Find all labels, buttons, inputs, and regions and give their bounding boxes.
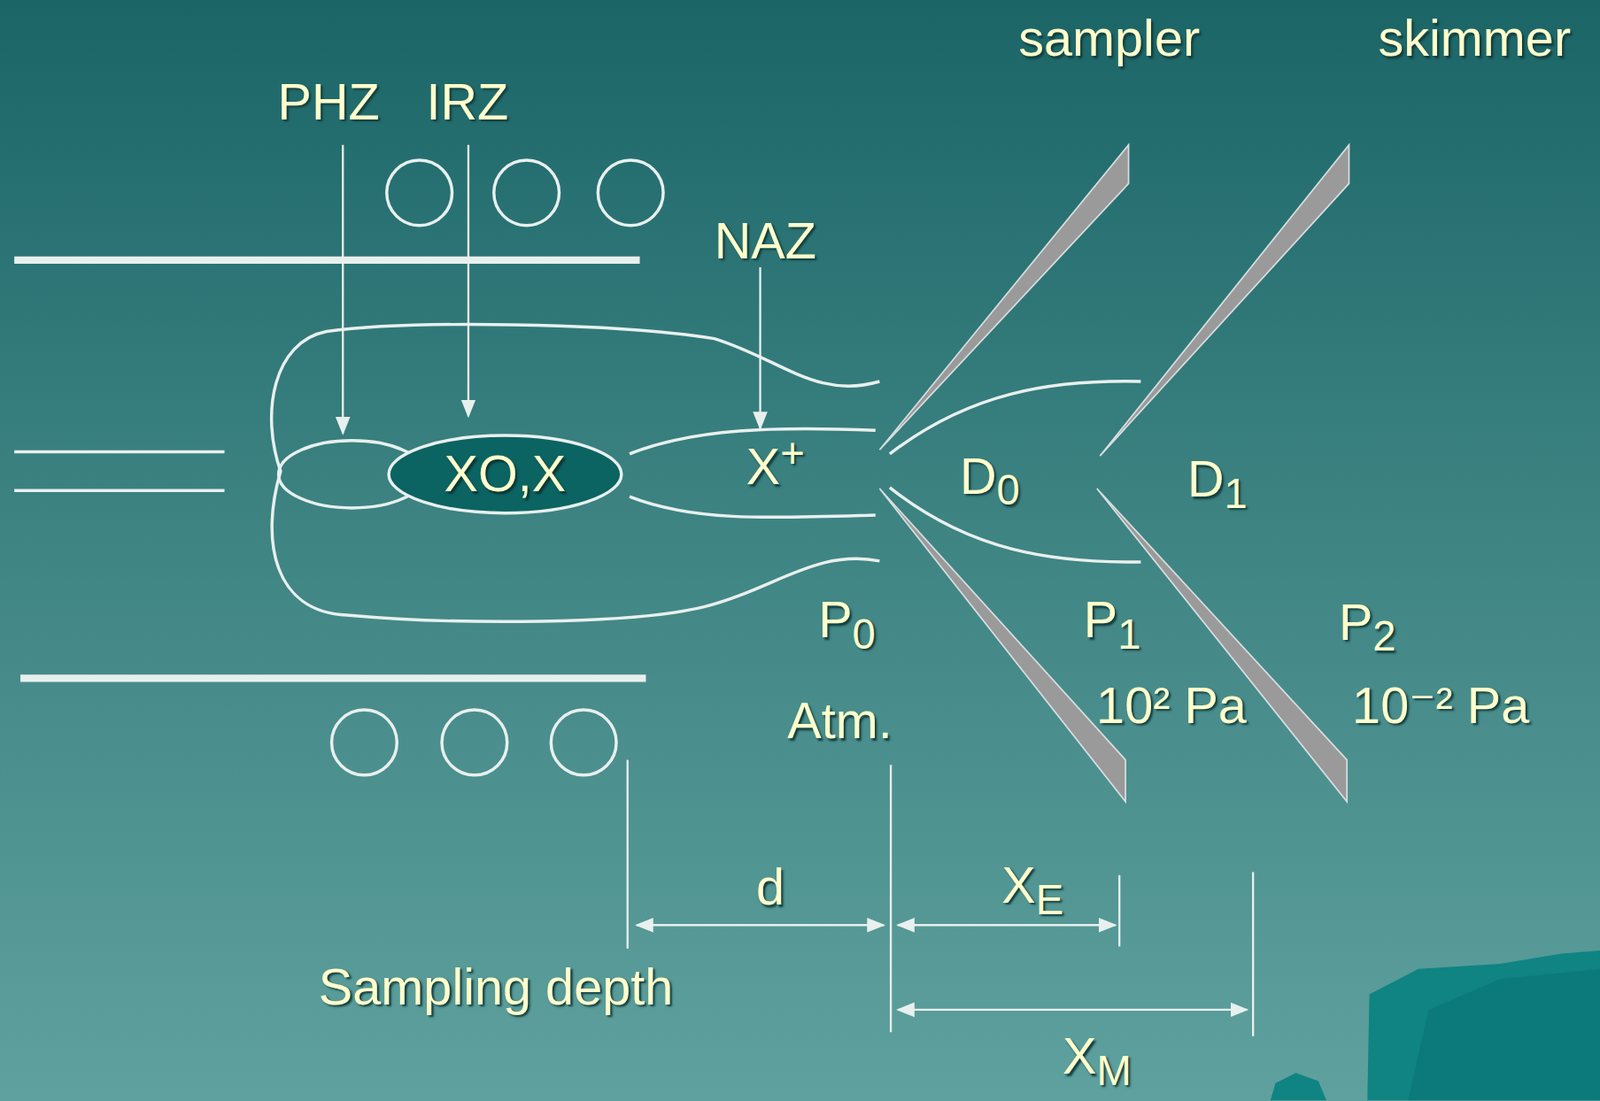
injector-tube [14,489,225,493]
pressure-symbol: P0 [818,595,876,647]
ionization-zone: XO,X [386,433,624,516]
skimmer-cone [1097,488,1347,803]
leader-arrow [758,267,761,429]
part-name: skimmer [1377,13,1571,65]
leader-arrow [341,145,344,434]
torch-tube [20,674,646,682]
zone-name: NAZ [714,215,817,267]
leader-arrow [467,145,470,418]
zone-name: IRZ [425,76,509,128]
sampler-cone [879,145,1129,451]
zone-name: PHZ [277,76,379,128]
dimension-label: XE [1001,859,1064,912]
dimension-label: Sampling depth [318,962,673,1014]
torch-tube [14,256,640,264]
plasma-outline [271,324,881,623]
corner-decoration [1270,950,1600,1101]
region-name: D1 [1187,454,1248,506]
sampler-cone [879,488,1126,803]
pressure-symbol: P1 [1083,595,1142,647]
dimension-label: XM [1062,1031,1132,1083]
pressure-value: 10⁻² Pa [1352,680,1530,733]
skimmer-cone [1099,145,1349,457]
dimension-line [627,760,1253,1037]
pressure-value: Atm. [787,695,892,748]
ion-symbol: X+ [746,441,805,494]
naz-channel [629,496,876,518]
part-name: sampler [1018,13,1200,65]
rf-coil [332,160,665,776]
pressure-value: 10² Pa [1096,680,1247,733]
injector-tube [14,450,225,454]
dimension-label: d [756,862,785,914]
region-name: D0 [959,450,1021,503]
zone-label: XO,X [444,448,567,501]
pressure-symbol: P2 [1338,596,1397,649]
